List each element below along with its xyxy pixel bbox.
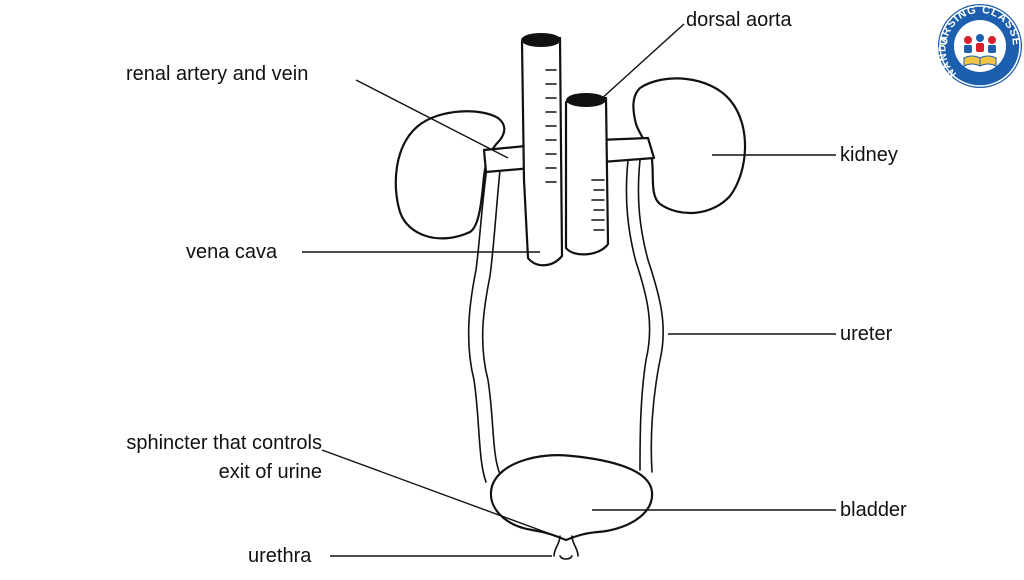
bladder-shape xyxy=(489,454,654,542)
vena-cava-opening xyxy=(521,33,561,47)
labels: dorsal aorta renal artery and vein kidne… xyxy=(126,9,907,567)
left-ureter xyxy=(467,159,489,483)
leader-sphincter xyxy=(321,449,557,537)
right-kidney xyxy=(632,77,747,215)
label-renal-artery-vein: renal artery and vein xyxy=(126,63,308,85)
logo-book-icon xyxy=(963,55,997,67)
leader-dorsal-aorta xyxy=(599,23,685,101)
logo-figures-icon xyxy=(964,34,996,53)
label-urethra: urethra xyxy=(248,545,312,567)
label-ureter: ureter xyxy=(840,323,893,345)
label-vena-cava: vena cava xyxy=(186,241,278,263)
vena-cava-shading xyxy=(545,69,557,183)
vena-cava xyxy=(520,36,564,267)
label-dorsal-aorta: dorsal aorta xyxy=(686,9,792,31)
anatomy-drawing xyxy=(394,33,747,560)
right-ureter-inner xyxy=(625,159,651,471)
nanda-nursing-classes-logo: NURSING CLASSES NANDA xyxy=(937,4,1022,88)
right-ureter xyxy=(637,159,665,473)
label-kidney: kidney xyxy=(840,144,898,166)
dorsal-aorta-opening xyxy=(566,93,606,107)
dorsal-aorta xyxy=(564,96,610,256)
leader-renal xyxy=(355,79,509,159)
urethra-shape xyxy=(553,535,579,560)
label-sphincter-line1: sphincter that controls xyxy=(126,432,322,454)
label-bladder: bladder xyxy=(840,499,907,521)
dorsal-aorta-shading xyxy=(591,179,605,231)
leader-lines xyxy=(302,23,836,557)
left-kidney xyxy=(394,110,506,240)
left-ureter-inner xyxy=(481,169,501,475)
label-sphincter-line2: exit of urine xyxy=(219,461,322,483)
